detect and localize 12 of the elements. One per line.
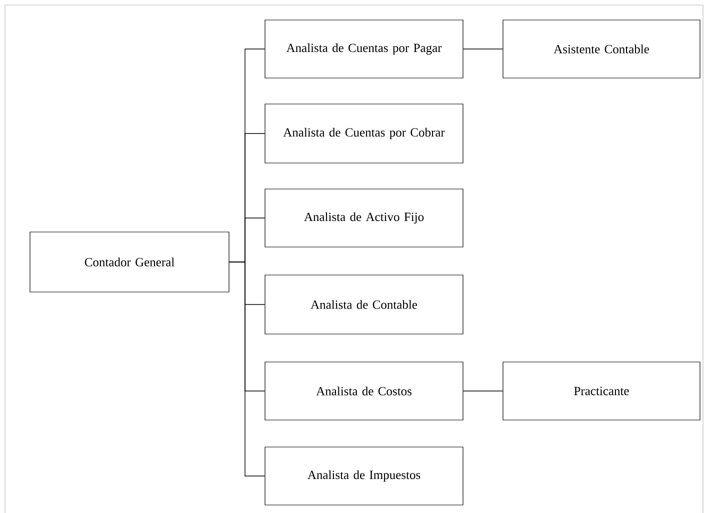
position-box: Analista de Cuentas por Cobrar <box>264 104 464 164</box>
connector-line <box>462 390 504 392</box>
position-box: Analista de Impuestos <box>264 446 464 506</box>
position-box: Analista de Costos <box>264 362 464 420</box>
position-box: Contador General <box>30 232 230 292</box>
connector-line <box>462 48 504 50</box>
connector-line <box>228 262 266 476</box>
position-box: Analista de Contable <box>264 274 464 334</box>
position-box: Asistente Contable <box>502 20 700 78</box>
position-box: Practicante <box>502 362 700 420</box>
position-box: Analista de Cuentas por Pagar <box>264 20 464 78</box>
position-box: Analista de Activo Fijo <box>264 188 464 248</box>
